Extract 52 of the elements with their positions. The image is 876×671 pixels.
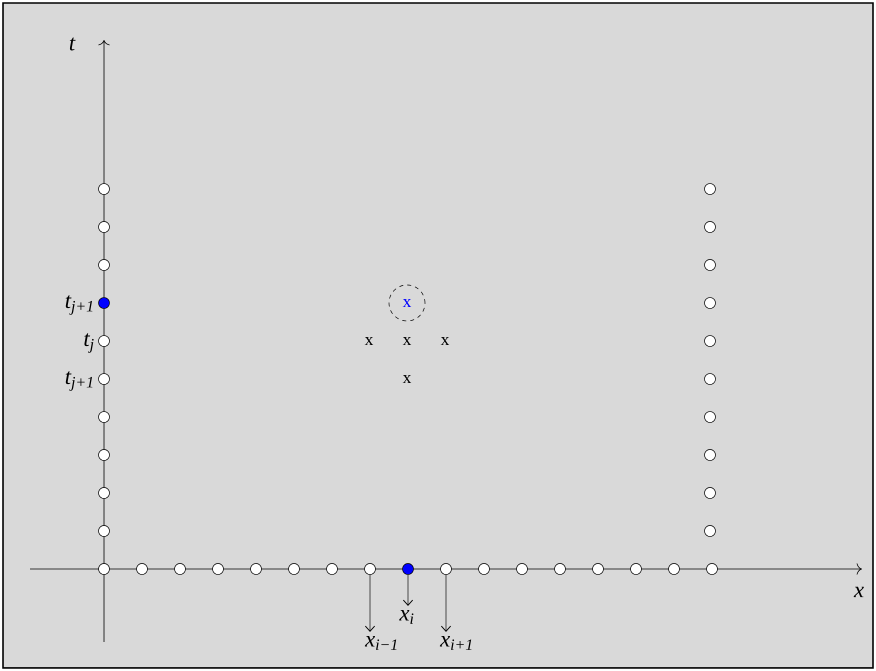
point-label: t$_{j+1}$	[66, 371, 92, 391]
grid-point	[478, 563, 490, 575]
point-label: x$_{i}$	[399, 610, 414, 624]
point-label: t$_{j+1}$	[66, 295, 92, 315]
grid-point	[288, 563, 300, 575]
grid-point	[704, 449, 716, 461]
grid-point	[704, 525, 716, 537]
point-label: t$_{j}$	[84, 333, 94, 353]
stencil-mark: x	[364, 337, 374, 345]
grid-point	[174, 563, 186, 575]
grid-point	[704, 487, 716, 499]
grid-point	[704, 411, 716, 423]
grid-point	[402, 563, 414, 575]
point-label: x$_{i+1}$	[440, 636, 472, 650]
grid-point	[98, 449, 110, 461]
grid-point	[440, 563, 452, 575]
stencil-mark: x	[440, 337, 450, 345]
grid-point	[704, 221, 716, 233]
grid-point	[98, 259, 110, 271]
grid-point	[98, 563, 110, 575]
grid-point	[98, 373, 110, 385]
leader-arrow	[440, 574, 452, 632]
grid-point	[516, 563, 528, 575]
grid-point	[364, 563, 376, 575]
leader-arrow	[364, 574, 376, 632]
grid-point	[326, 563, 338, 575]
grid-point	[250, 563, 262, 575]
grid-point	[704, 297, 716, 309]
grid-point	[98, 487, 110, 499]
grid-point	[136, 563, 148, 575]
axis-label: x	[854, 586, 864, 598]
grid-point	[704, 183, 716, 195]
grid-point	[592, 563, 604, 575]
grid-point	[98, 297, 110, 309]
grid-point	[98, 525, 110, 537]
grid-point	[98, 335, 110, 347]
grid-point	[704, 335, 716, 347]
grid-point	[704, 373, 716, 385]
axis-label: t	[70, 38, 76, 50]
grid-point	[212, 563, 224, 575]
leader-arrow	[402, 574, 414, 606]
grid-point	[98, 221, 110, 233]
stencil-mark: x	[402, 337, 412, 345]
grid-point	[98, 183, 110, 195]
grid-point	[668, 563, 680, 575]
stencil-mark: x	[402, 375, 412, 383]
grid-point	[554, 563, 566, 575]
grid-point	[706, 563, 718, 575]
point-label: x$_{i−1}$	[364, 636, 397, 650]
grid-point	[630, 563, 642, 575]
grid-point	[704, 259, 716, 271]
grid-point	[98, 411, 110, 423]
